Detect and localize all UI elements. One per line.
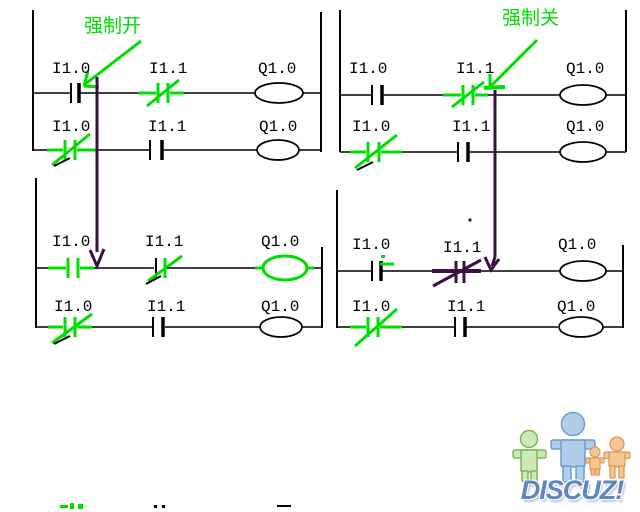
contact-label: I1.1 bbox=[456, 60, 495, 78]
contact-nc-forced-green bbox=[350, 133, 402, 171]
force-on-label: 强制开 bbox=[84, 15, 142, 37]
coil-label: Q1.0 bbox=[558, 236, 597, 254]
contact-nc-forced-green bbox=[350, 307, 402, 348]
ladder-bottom-left bbox=[35, 178, 323, 345]
coil-label: Q1.0 bbox=[258, 60, 297, 78]
contact-label: I1.0 bbox=[352, 236, 391, 254]
contact-nc-forced-green bbox=[138, 78, 184, 108]
contact-label: I1.1 bbox=[147, 298, 186, 316]
ladder-top-right bbox=[339, 10, 627, 171]
purple-arrowhead bbox=[483, 256, 501, 273]
coil-label: Q1.0 bbox=[259, 118, 298, 136]
rung bbox=[33, 132, 321, 167]
rung bbox=[337, 255, 623, 288]
rung bbox=[36, 312, 322, 345]
discuz-watermark-text: DISCUZ! bbox=[520, 475, 625, 505]
contact-nc-forced-green bbox=[443, 80, 488, 109]
contact-label: I1.0 bbox=[52, 60, 91, 78]
force-on-arrow bbox=[82, 39, 142, 270]
stray-dot bbox=[468, 218, 472, 222]
coil-label: Q1.0 bbox=[261, 298, 300, 316]
purple-arrowhead bbox=[88, 248, 106, 270]
contact-label: I1.0 bbox=[349, 60, 388, 78]
figure-green bbox=[512, 429, 547, 482]
contact-nc-forced-green bbox=[48, 312, 93, 345]
contact-label: I1.1 bbox=[148, 118, 187, 136]
force-off-label: 强制关 bbox=[502, 7, 560, 29]
cropped-bottom-fragments bbox=[60, 503, 291, 509]
rung bbox=[33, 78, 321, 108]
coil-symbol bbox=[559, 84, 607, 106]
contact-nc-mixed bbox=[145, 254, 183, 285]
figure-orange-medium bbox=[603, 436, 631, 479]
force-off-arrow bbox=[483, 38, 539, 273]
coil-symbol bbox=[559, 260, 607, 282]
rung bbox=[340, 133, 626, 171]
coil-symbol bbox=[256, 139, 300, 161]
green-arrow-shaft bbox=[83, 39, 142, 87]
contact-label: I1.0 bbox=[52, 233, 91, 251]
coil-label: Q1.0 bbox=[566, 118, 605, 136]
rung bbox=[36, 254, 322, 285]
contact-label: I1.0 bbox=[352, 118, 391, 136]
contact-label: I1.1 bbox=[149, 60, 188, 78]
coil-label: Q1.0 bbox=[557, 298, 596, 316]
contact-label: I1.1 bbox=[443, 239, 482, 257]
ladder-top-left bbox=[32, 10, 322, 167]
contact-label: I1.0 bbox=[52, 118, 91, 136]
contact-label: I1.0 bbox=[54, 298, 93, 316]
rung bbox=[340, 80, 626, 109]
green-dot bbox=[381, 255, 385, 258]
coil-symbol bbox=[559, 141, 607, 163]
contact-label: I1.1 bbox=[145, 233, 184, 251]
figure-orange-small bbox=[585, 446, 605, 476]
coil-symbol bbox=[254, 82, 304, 104]
coil-energized-green bbox=[255, 254, 314, 282]
contact-label: I1.0 bbox=[352, 298, 391, 316]
coil-label: Q1.0 bbox=[261, 233, 300, 251]
figure-blue bbox=[550, 411, 596, 483]
coil-symbol bbox=[558, 316, 604, 338]
coil-label: Q1.0 bbox=[566, 60, 605, 78]
ladder-bottom-right bbox=[336, 190, 624, 348]
contact-nc-forced-purple bbox=[432, 258, 482, 288]
rung bbox=[337, 307, 623, 348]
contact-label: I1.1 bbox=[452, 118, 491, 136]
green-arrow-shaft bbox=[489, 38, 539, 88]
coil-symbol bbox=[259, 316, 303, 338]
contact-label: I1.1 bbox=[447, 298, 486, 316]
watermark-figures bbox=[512, 411, 631, 483]
contact-nc-forced-green bbox=[47, 132, 96, 167]
contact-no-forced-green bbox=[48, 258, 94, 278]
